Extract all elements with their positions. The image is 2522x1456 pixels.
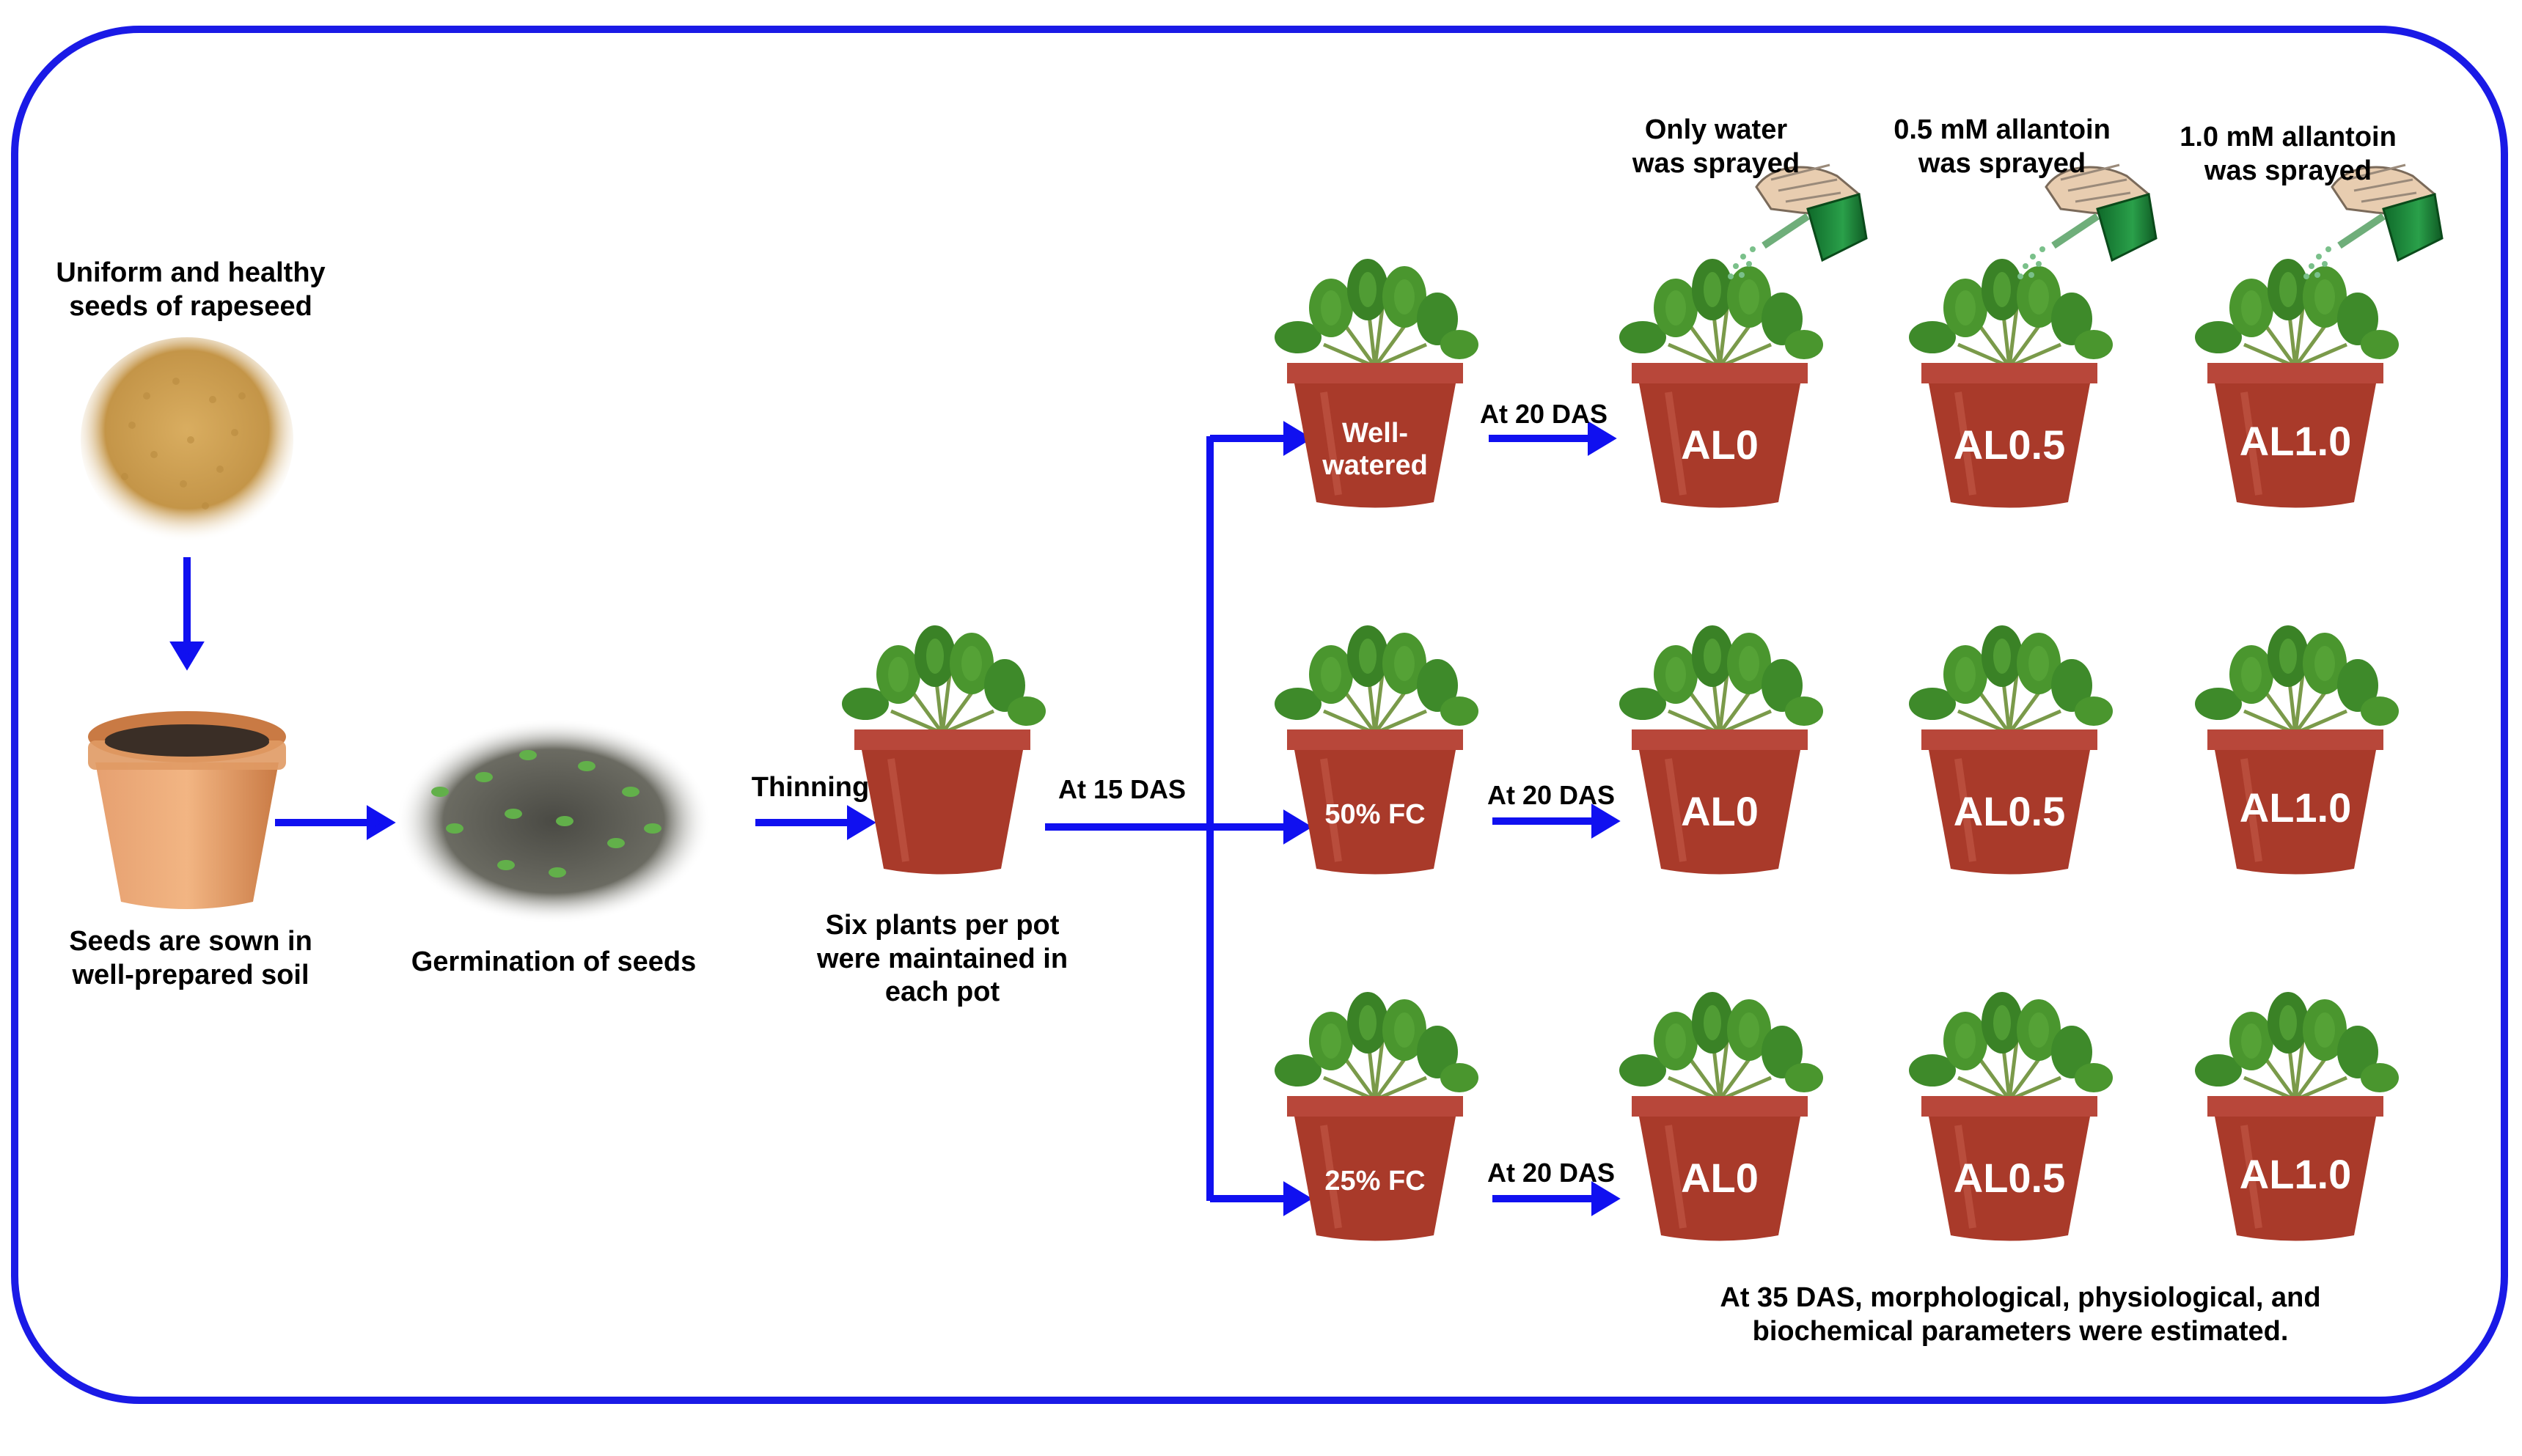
outer-border	[11, 26, 2508, 1404]
spray-hand-icon	[1728, 165, 1866, 279]
condition-label-50fc: 50% FC	[1324, 799, 1426, 830]
final-label: At 35 DAS, morphological, physiological,…	[1720, 1282, 2321, 1347]
treatment-label-r1-al05: AL0.5	[1953, 422, 2066, 468]
germination-label: Germination of seeds	[411, 946, 697, 977]
at20-label-row3: At 20 DAS	[1487, 1158, 1616, 1188]
treatment-label-r3-al10: AL1.0	[2239, 1151, 2352, 1197]
pot-grid	[1275, 259, 2399, 1241]
six-plant-pot-image	[842, 625, 1046, 875]
treatment-label-r3-al05: AL0.5	[1953, 1155, 2066, 1201]
condition-label-25fc: 25% FC	[1324, 1166, 1426, 1196]
arrows	[169, 421, 1621, 1216]
treatment-label-r1-al0: AL0	[1681, 422, 1759, 468]
treatment-label-r2-al05: AL0.5	[1953, 788, 2066, 834]
at20-label-row1: At 20 DAS	[1479, 399, 1608, 429]
terracotta-pot-image	[88, 711, 286, 909]
treatment-label-r2-al10: AL1.0	[2239, 784, 2352, 831]
treatment-label-r3-al0: AL0	[1681, 1155, 1759, 1201]
germination-soil-image	[396, 718, 711, 924]
at15-label: At 15 DAS	[1057, 774, 1187, 804]
treatment-label-r1-al10: AL1.0	[2239, 418, 2352, 464]
treatment-label-r2-al0: AL0	[1681, 788, 1759, 834]
condition-label-well-watered: Well-watered	[1322, 418, 1428, 481]
seed-pile-image	[81, 337, 293, 543]
at20-label-row2: At 20 DAS	[1487, 780, 1616, 810]
spray-hand-icon	[2017, 165, 2156, 279]
thinning-label: Thinning	[751, 772, 870, 803]
